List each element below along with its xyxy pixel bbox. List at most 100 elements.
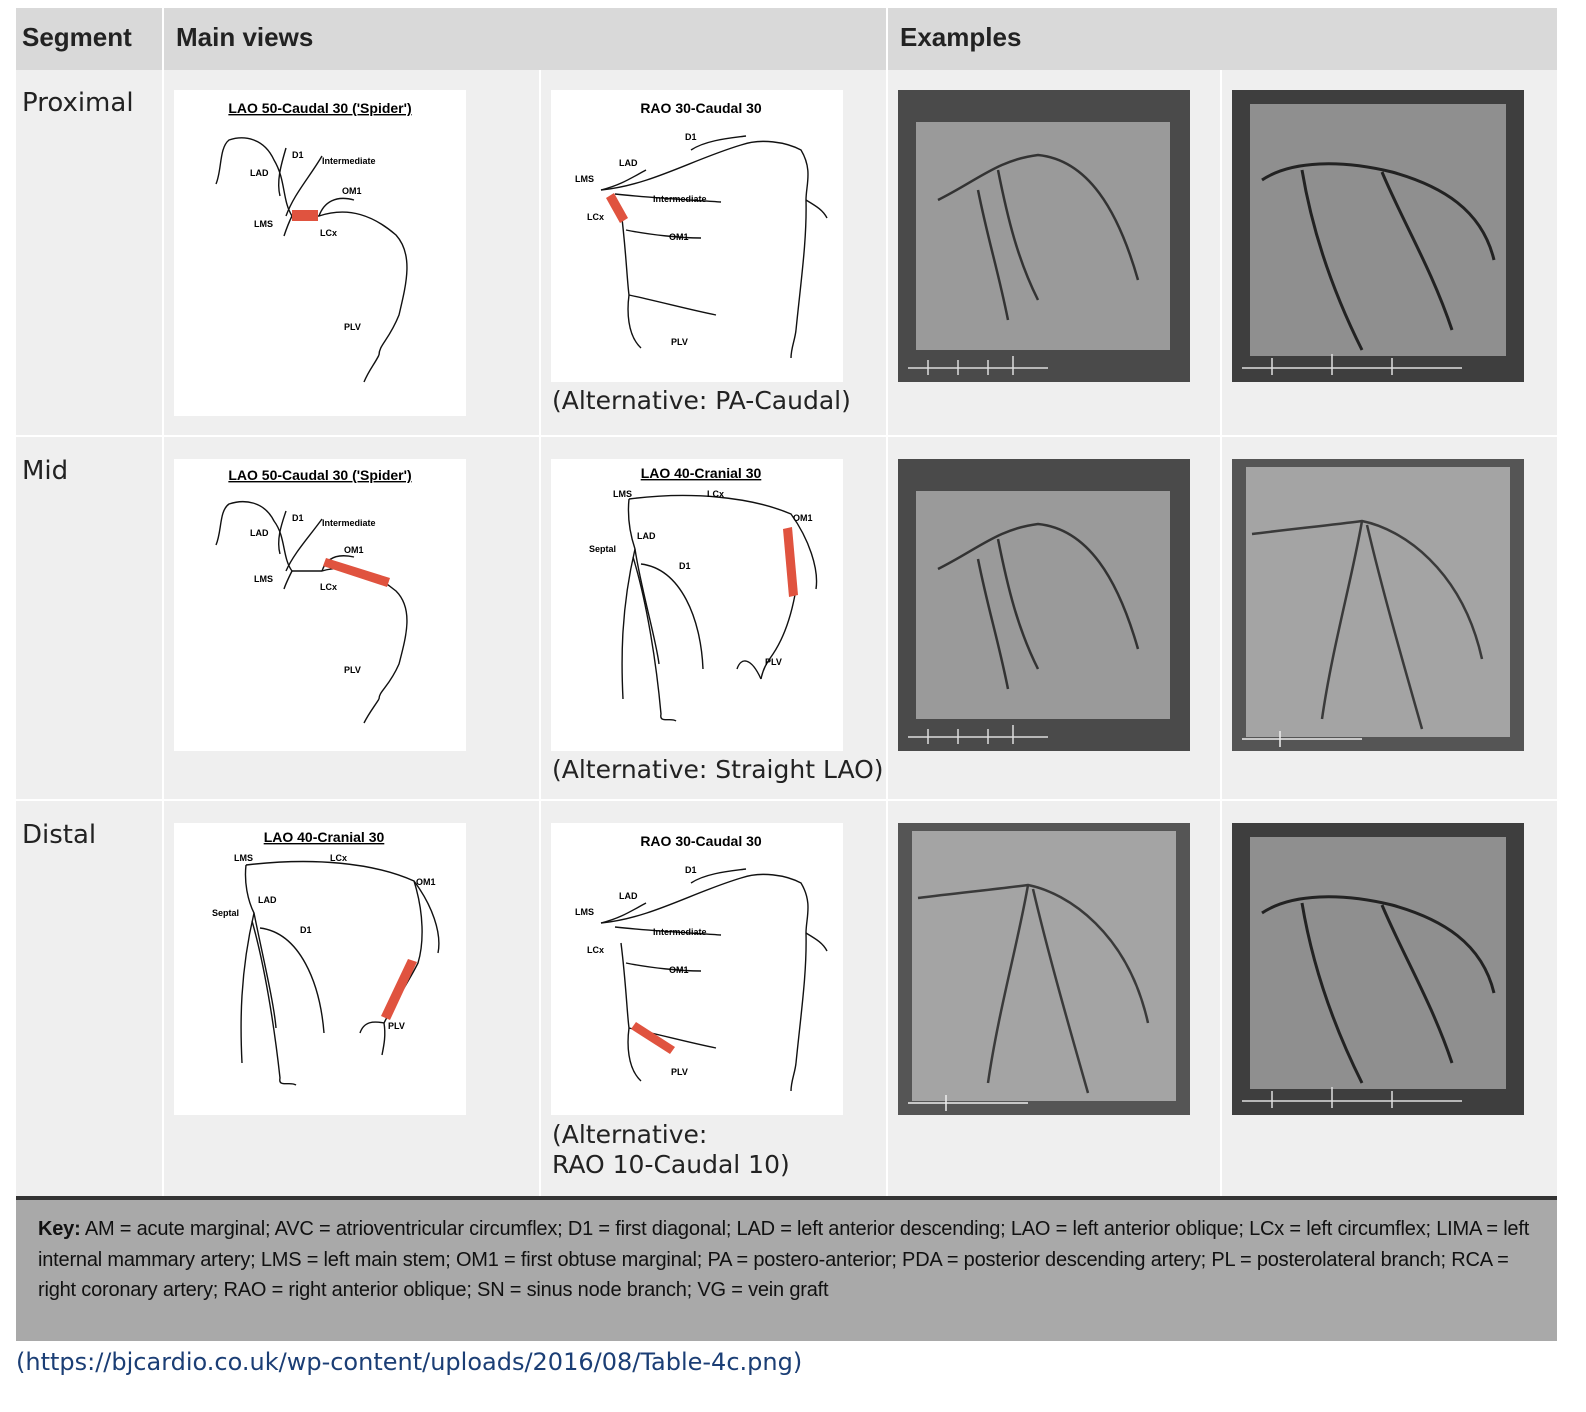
diagram-title: LAO 50-Caudal 30 ('Spider'): [228, 100, 411, 116]
label-om1: OM1: [416, 877, 436, 887]
artery-lad: [600, 873, 809, 1064]
header-main-views-cell: Main views: [164, 8, 886, 70]
label-intermediate: Intermediate: [322, 518, 376, 528]
artery-lcx: [292, 211, 408, 356]
artery-d1: [690, 868, 747, 884]
artery-om1: [318, 197, 355, 217]
artery-lad-distal: [240, 912, 255, 1064]
artery-d1: [277, 510, 287, 555]
label-lms: LMS: [613, 489, 632, 499]
label-d1: D1: [679, 561, 691, 571]
angiogram-image: [1232, 823, 1524, 1115]
artery-intermediate: [285, 155, 323, 217]
artery-branch: [805, 932, 828, 952]
label-d1: D1: [685, 132, 697, 142]
label-om1: OM1: [344, 545, 364, 555]
label-om1: OM1: [342, 186, 362, 196]
artery-lad-distal: [621, 548, 636, 700]
key-text: Key: AM = acute marginal; AVC = atrioven…: [38, 1214, 1538, 1306]
diagram-distal-view2: RAO 30-Caudal 30 D1 LAD LMS Intermediate…: [551, 823, 843, 1115]
label-lad: LAD: [619, 891, 638, 901]
segment-distal: Distal: [22, 820, 97, 850]
angiogram-image: [898, 823, 1190, 1115]
lesion-marker: [783, 527, 798, 597]
coronary-diagram-lao-cranial: LAO 40-Cranial 30 LMS LCx OM1 LAD Septal…: [589, 465, 818, 722]
diagram-proximal-view1: LAO 50-Caudal 30 ('Spider') D1 Intermedi…: [174, 90, 466, 416]
label-d1: D1: [292, 150, 304, 160]
angiogram-image: [1232, 459, 1524, 751]
label-d1: D1: [292, 513, 304, 523]
label-lad: LAD: [637, 531, 656, 541]
label-lcx: LCx: [320, 228, 337, 238]
artery-lad: [627, 498, 660, 665]
artery-lcx: [245, 860, 440, 954]
coronary-diagram-rao-caudal: RAO 30-Caudal 30 D1 LAD LMS Intermediate…: [575, 833, 828, 1092]
alternative-proximal: (Alternative: PA-Caudal): [552, 386, 851, 415]
label-d1: D1: [300, 925, 312, 935]
artery-plv: [381, 1022, 386, 1056]
label-om1: OM1: [793, 513, 813, 523]
label-plv: PLV: [671, 1067, 688, 1077]
alternative-distal-line1: (Alternative:: [552, 1120, 708, 1149]
coronary-diagram-lao-caudal: LAO 50-Caudal 30 ('Spider') D1 Intermedi…: [215, 100, 412, 383]
alternative-distal-line2: RAO 10-Caudal 10): [552, 1150, 790, 1179]
artery-d1: [259, 927, 325, 1034]
label-om1: OM1: [669, 965, 689, 975]
angiogram-distal-1: [898, 823, 1190, 1115]
artery-plv-branch: [359, 1021, 385, 1034]
diagram-distal-view1: LAO 40-Cranial 30 LMS LCx OM1 LAD Septal…: [174, 823, 466, 1115]
grid-line: [886, 8, 888, 1196]
segment-proximal: Proximal: [22, 88, 134, 118]
alternative-mid: (Alternative: Straight LAO): [552, 755, 884, 784]
label-lms: LMS: [575, 174, 594, 184]
artery-lms: [283, 570, 293, 590]
angiogram-image: [1232, 90, 1524, 382]
label-lad: LAD: [250, 168, 269, 178]
label-lms: LMS: [234, 853, 253, 863]
angiogram-mid-1: [898, 459, 1190, 751]
diagram-proximal-view2: RAO 30-Caudal 30 D1 LAD LMS Intermediate…: [551, 90, 843, 382]
artery-lad: [215, 137, 293, 217]
artery-om1: [625, 229, 702, 239]
lesion-marker: [631, 1022, 675, 1054]
label-plv: PLV: [671, 337, 688, 347]
artery-septal: [251, 920, 297, 1086]
artery-plv: [628, 294, 717, 316]
label-plv: PLV: [344, 665, 361, 675]
lesion-marker: [381, 959, 417, 1020]
segment-mid: Mid: [22, 456, 69, 486]
header-examples: Examples: [900, 22, 1022, 52]
label-intermediate: Intermediate: [653, 927, 707, 937]
label-plv: PLV: [388, 1021, 405, 1031]
artery-distal: [790, 329, 797, 359]
artery-lcx: [620, 942, 642, 1082]
lesion-marker: [606, 193, 628, 223]
coronary-diagram-lao-cranial: LAO 40-Cranial 30 LMS LCx OM1 LAD Septal…: [212, 829, 440, 1086]
artery-lms: [600, 902, 647, 924]
alternative-distal: (Alternative: RAO 10-Caudal 10): [552, 1120, 790, 1180]
artery-distal: [790, 1062, 797, 1092]
artery-d1: [690, 135, 747, 151]
angiogram-proximal-2: [1232, 90, 1524, 382]
label-lcx: LCx: [587, 945, 604, 955]
label-lcx: LCx: [587, 212, 604, 222]
angiogram-image: [898, 90, 1190, 382]
source-link[interactable]: (https://bjcardio.co.uk/wp-content/uploa…: [16, 1348, 803, 1376]
artery-plv: [363, 698, 380, 724]
artery-lad: [244, 864, 277, 1029]
artery-plv: [760, 588, 797, 680]
header-segment: Segment: [22, 22, 132, 52]
angiogram-proximal-1: [898, 90, 1190, 382]
label-lad: LAD: [619, 158, 638, 168]
key-label: Key:: [38, 1218, 81, 1240]
artery-intermediate: [614, 193, 722, 203]
header-segment-cell: Segment: [16, 8, 162, 70]
grid-line: [1220, 70, 1222, 1196]
artery-septal: [632, 556, 677, 722]
label-lcx: LCx: [330, 853, 347, 863]
angiogram-image: [898, 459, 1190, 751]
key-definitions: AM = acute marginal; AVC = atrioventricu…: [38, 1218, 1530, 1301]
label-d1: D1: [685, 865, 697, 875]
label-lcx: LCx: [707, 489, 724, 499]
grid-line: [16, 799, 1557, 801]
